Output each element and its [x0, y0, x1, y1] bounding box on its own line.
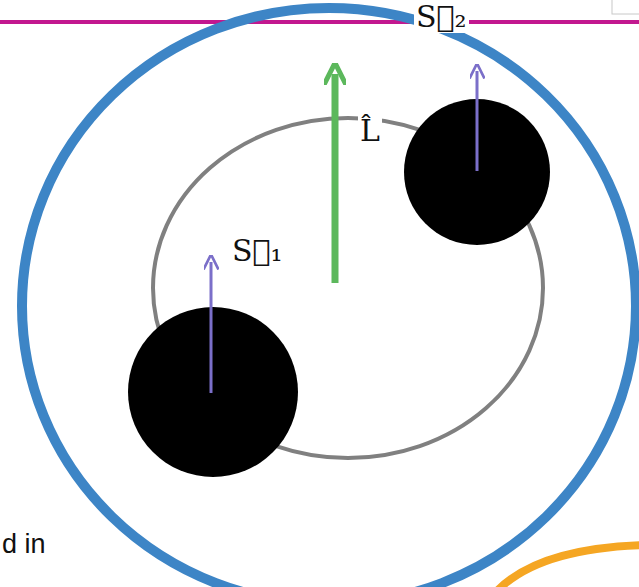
spin-label: S⃗₁: [230, 234, 285, 267]
header-rule: [0, 20, 639, 24]
orange-arc: [498, 545, 639, 587]
enclosing-circle: [22, 8, 636, 587]
corner-box: [612, 0, 639, 14]
spin-arrow: [476, 71, 479, 171]
spin-label: S⃗₂: [414, 0, 469, 33]
black-hole: [128, 307, 298, 477]
cut-off-text: d in: [2, 530, 46, 560]
spin-arrow: [210, 262, 213, 393]
angular-momentum-arrow: [332, 74, 339, 283]
momentum-label: L̂: [358, 114, 382, 147]
